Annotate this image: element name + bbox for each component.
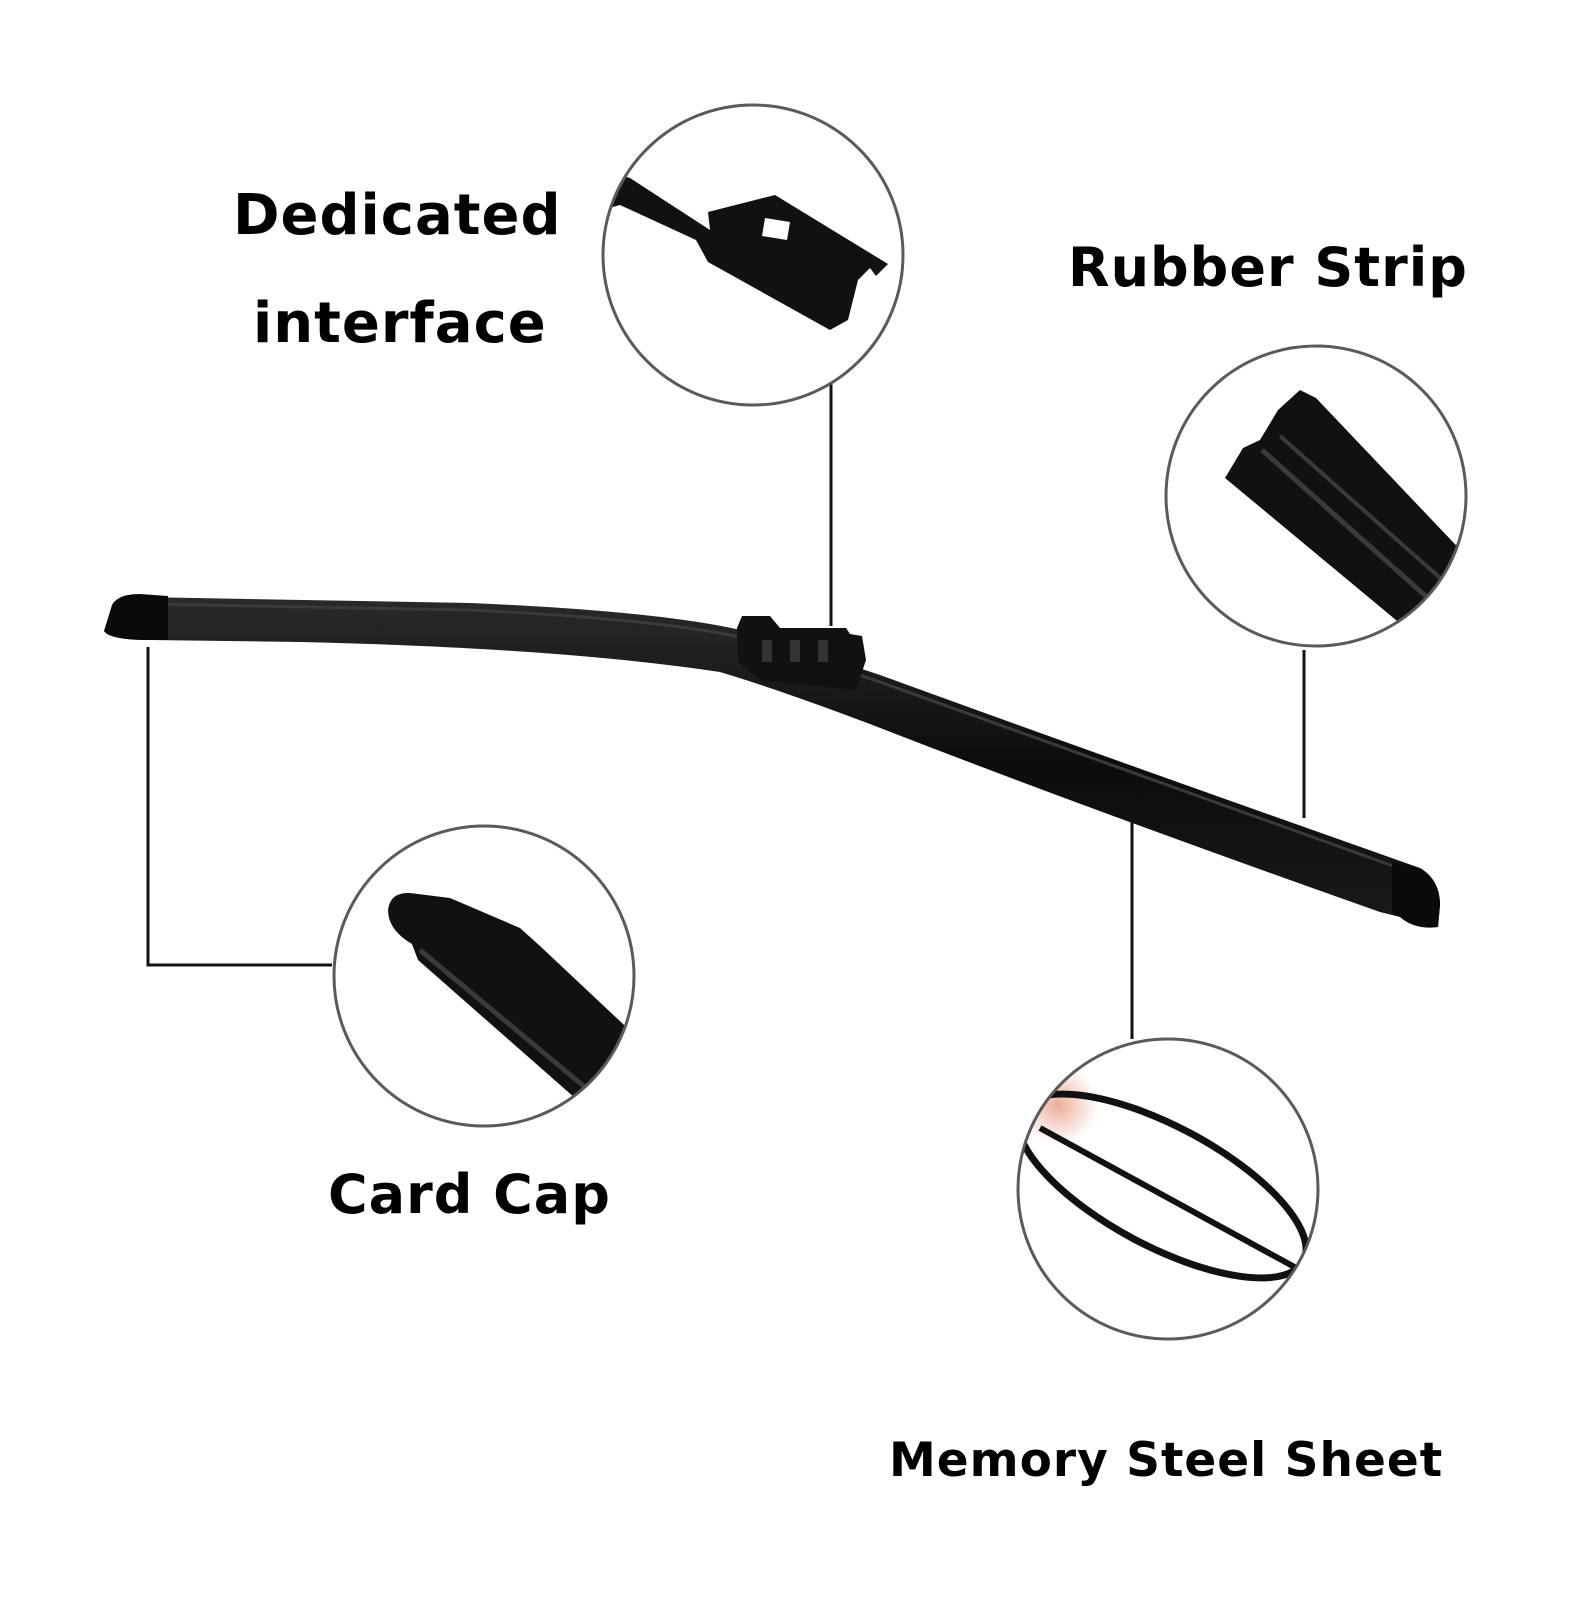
wiper-blade (104, 594, 1440, 928)
rubber-strip-groove-2 (1278, 434, 1450, 587)
connector-slot-3 (818, 640, 828, 662)
interface-part-detail (603, 170, 888, 330)
connector-slot-1 (762, 640, 772, 662)
card-cap-detail (388, 892, 634, 1120)
callout-circle-rubber (1164, 344, 1468, 648)
steel-band-line (1038, 1125, 1302, 1273)
callout-rubber-strip (1164, 344, 1468, 648)
leader-line-card-cap (146, 647, 332, 967)
rubber-strip-detail (1225, 390, 1466, 640)
end-cap-left (104, 594, 168, 640)
card-cap-groove (418, 948, 612, 1110)
blade-highlight (149, 602, 1411, 874)
callout-circle-card-cap (332, 824, 636, 1128)
callout-dedicated-interface (601, 103, 905, 407)
connector-slot-2 (790, 640, 800, 662)
callout-circle-interface (601, 103, 905, 407)
label-rubber-strip: Rubber Strip (1068, 236, 1468, 299)
label-memory-steel-sheet: Memory Steel Sheet (889, 1433, 1444, 1488)
label-interface: interface (253, 291, 547, 356)
callout-circle-memory-steel (1016, 1037, 1320, 1341)
end-cap-right (1392, 862, 1440, 928)
rubber-strip-groove (1260, 448, 1432, 602)
label-card-cap: Card Cap (328, 1163, 611, 1226)
callout-card-cap (332, 824, 636, 1128)
connector-body (737, 616, 866, 690)
leader-lines (146, 380, 1306, 1039)
interface-square-hole (762, 218, 790, 240)
center-connector (737, 616, 866, 690)
callout-memory-steel (1016, 1037, 1320, 1341)
label-dedicated: Dedicated (233, 183, 562, 248)
